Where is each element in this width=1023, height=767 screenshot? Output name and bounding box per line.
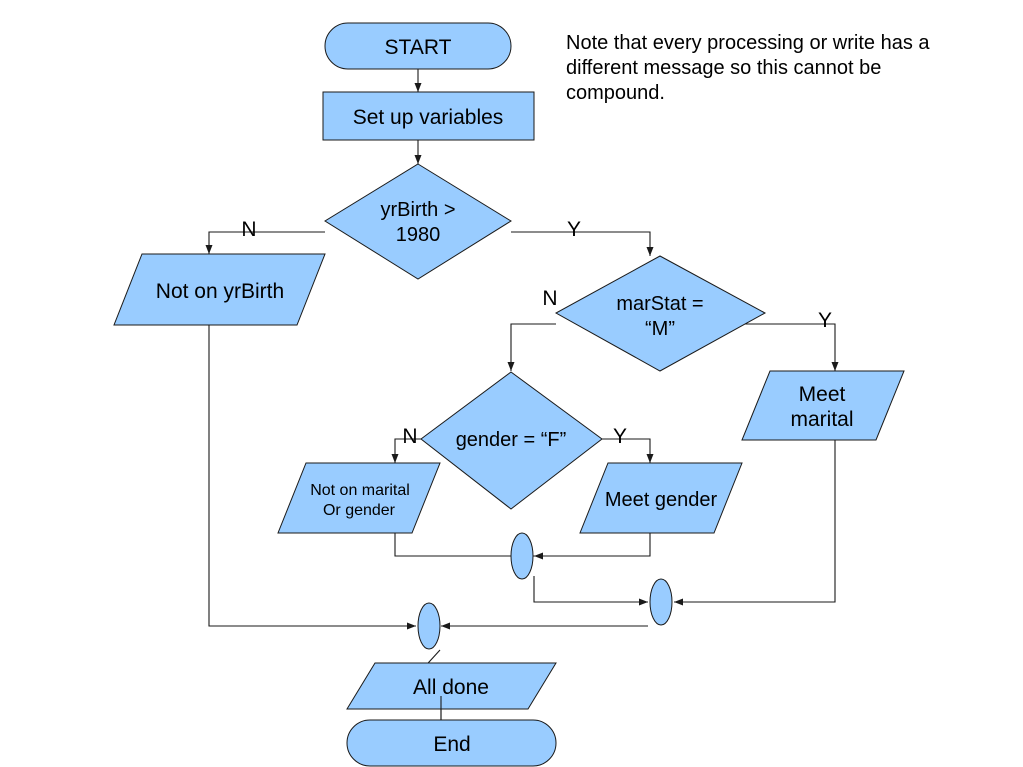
marstat-decision: marStat = “M” [554,255,767,372]
meet-marital-label-line2: marital [790,408,853,431]
connector-join-gender-to-join-marital [533,576,648,606]
branch-labels: N Y N Y N Y [241,218,832,448]
not-marital-gender-label-line2: Or gender [323,502,396,519]
setup-process-box: Set up variables [322,91,535,141]
connector-marstat-yes [745,323,839,371]
not-yrbirth-label: Not on yrBirth [156,280,284,303]
all-done-label: All done [413,676,489,699]
meet-marital-output: Meet marital [741,370,905,441]
all-done-output: All done [346,662,557,710]
end-terminator: End [346,719,557,767]
branch-label-yrbirth-no: N [241,218,256,241]
not-yrbirth-output: Not on yrBirth [113,253,326,326]
join-node-marital [649,578,673,626]
connector-gender-no [391,438,421,463]
marstat-label-line1: marStat = [616,293,703,315]
note-line: compound. [566,82,665,104]
explanatory-note: Note that every processing or write has … [566,31,1006,106]
join-connectors [417,532,673,650]
connector-marstat-no [507,323,556,371]
note-line: Note that every processing or write has … [566,32,930,54]
meet-gender-output: Meet gender [579,462,743,534]
connectors [205,69,839,720]
end-label: End [433,733,470,756]
not-marital-gender-output: Not on marital Or gender [277,462,441,534]
not-marital-gender-label-line1: Not on marital [310,482,410,499]
branch-label-marstat-yes: Y [818,309,832,332]
note-line: different message so this cannot be [566,57,882,79]
branch-label-marstat-no: N [542,287,557,310]
start-label: START [385,36,452,59]
connector-gender-yes [602,438,654,463]
branch-label-gender-yes: Y [613,425,627,448]
meet-marital-label-line1: Meet [799,383,846,406]
setup-label: Set up variables [353,106,504,129]
start-terminator: START [324,22,512,70]
connector-not-marital-to-join [394,533,511,557]
yrbirth-decision: yrBirth > 1980 [324,163,512,280]
branch-label-gender-no: N [402,425,417,448]
branch-label-yrbirth-yes: Y [567,218,581,241]
yrbirth-label-line1: yrBirth > [380,199,455,221]
connector-yrbirth-yes [511,231,654,256]
meet-gender-label: Meet gender [605,489,718,511]
connector-meet-gender-to-join [534,533,651,560]
yrbirth-label-line2: 1980 [396,224,441,246]
gender-label: gender = “F” [456,429,567,451]
join-node-gender [510,532,534,580]
connector-yrbirth-no [205,231,325,254]
gender-decision: gender = “F” [420,371,603,510]
connector-not-yrbirth-to-final-join [208,325,416,630]
join-node-final [417,602,441,650]
connector-meet-marital-to-join [674,440,836,606]
marstat-label-line2: “M” [645,318,675,340]
